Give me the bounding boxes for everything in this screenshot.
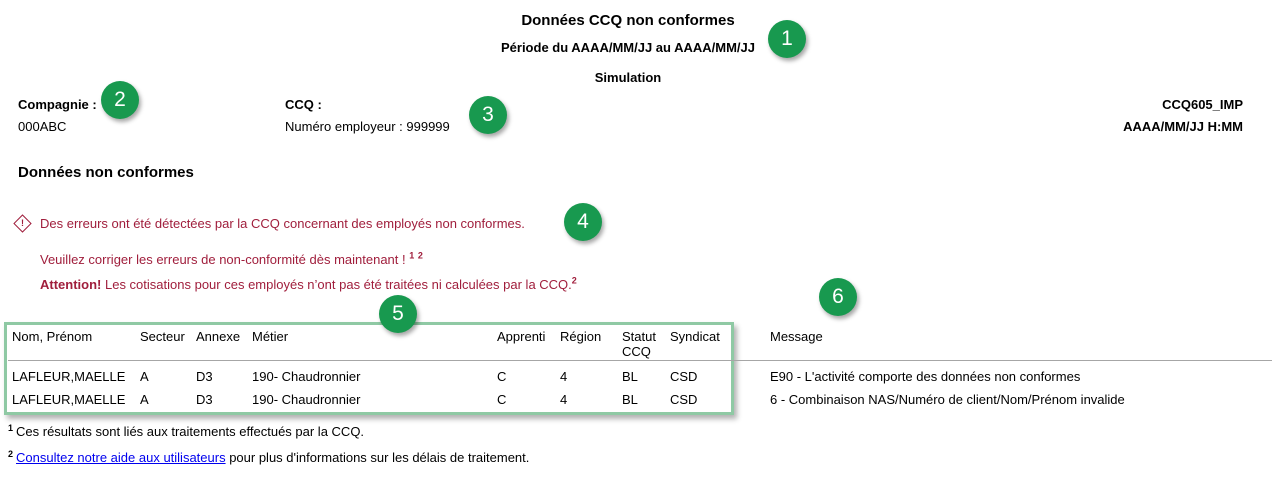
cell-secteur: A: [140, 392, 149, 407]
attention-label: Attention!: [40, 277, 102, 292]
company-label: Compagnie :: [18, 97, 97, 112]
col-header-region: Région: [560, 329, 602, 344]
table-header-row: Nom, Prénom Secteur Annexe Métier Appren…: [12, 329, 1269, 359]
col-header-nom-prenom: Nom, Prénom: [12, 329, 93, 344]
cell-statut: BL: [622, 369, 638, 384]
cell-annexe: D3: [196, 392, 213, 407]
section-title: Données non conformes: [18, 164, 194, 181]
cell-secteur: A: [140, 369, 149, 384]
table-row: LAFLEUR,MAELLE A D3 190- Chaudronnier C …: [12, 392, 1269, 407]
ccq-label: CCQ :: [285, 97, 322, 112]
footnote-marker-3: 2: [571, 275, 577, 286]
col-header-metier: Métier: [252, 329, 289, 344]
company-value: 000ABC: [18, 119, 67, 134]
col-header-statut-ccq: Statut CCQ: [622, 329, 656, 359]
report-mode: Simulation: [594, 70, 662, 85]
warning-line-3: Attention! Les cotisations pour ces empl…: [40, 275, 577, 292]
report-datetime: AAAA/MM/JJ H:MM: [1123, 119, 1243, 134]
cell-metier: 190- Chaudronnier: [252, 392, 361, 407]
col-header-message: Message: [770, 329, 823, 344]
cell-apprenti: C: [497, 369, 507, 384]
col-header-apprenti: Apprenti: [497, 329, 546, 344]
error-diamond-icon: !: [13, 214, 32, 233]
annotation-badge-5: 5: [379, 295, 417, 333]
table-row: LAFLEUR,MAELLE A D3 190- Chaudronnier C …: [12, 369, 1269, 384]
help-link[interactable]: Consultez notre aide aux utilisateurs: [16, 450, 226, 465]
cell-statut: BL: [622, 392, 638, 407]
cell-region: 4: [560, 392, 568, 407]
annotation-badge-2: 2: [101, 81, 139, 119]
cell-nom: LAFLEUR,MAELLE: [12, 392, 126, 407]
footnote-marker-1: 1: [409, 250, 415, 261]
cell-annexe: D3: [196, 369, 213, 384]
annotation-badge-4: 4: [564, 203, 602, 241]
report-title: Données CCQ non conformes: [521, 12, 735, 29]
footnote-marker-2: 2: [417, 250, 423, 261]
report-period: Période du AAAA/MM/JJ au AAAA/MM/JJ: [500, 40, 755, 55]
cell-nom: LAFLEUR,MAELLE: [12, 369, 126, 384]
annotation-badge-1: 1: [768, 20, 806, 58]
cell-message: 6 - Combinaison NAS/Numéro de client/Nom…: [770, 392, 1125, 407]
employer-number: Numéro employeur : 999999: [285, 119, 450, 134]
cell-apprenti: C: [497, 392, 507, 407]
annotation-badge-6: 6: [819, 278, 857, 316]
col-header-syndicat: Syndicat: [670, 329, 720, 344]
warning-line-1: Des erreurs ont été détectées par la CCQ…: [40, 216, 525, 231]
cell-metier: 190- Chaudronnier: [252, 369, 361, 384]
table-header-separator: [8, 360, 1272, 361]
cell-message: E90 - L'activité comporte des données no…: [770, 369, 1081, 384]
cell-syndicat: CSD: [670, 369, 698, 384]
col-header-annexe: Annexe: [196, 329, 241, 344]
annotation-badge-3: 3: [469, 96, 507, 134]
warning-line-2: Veuillez corriger les erreurs de non-con…: [40, 250, 423, 267]
report-code: CCQ605_IMP: [1162, 97, 1243, 112]
cell-syndicat: CSD: [670, 392, 698, 407]
cell-region: 4: [560, 369, 568, 384]
col-header-secteur: Secteur: [140, 329, 185, 344]
